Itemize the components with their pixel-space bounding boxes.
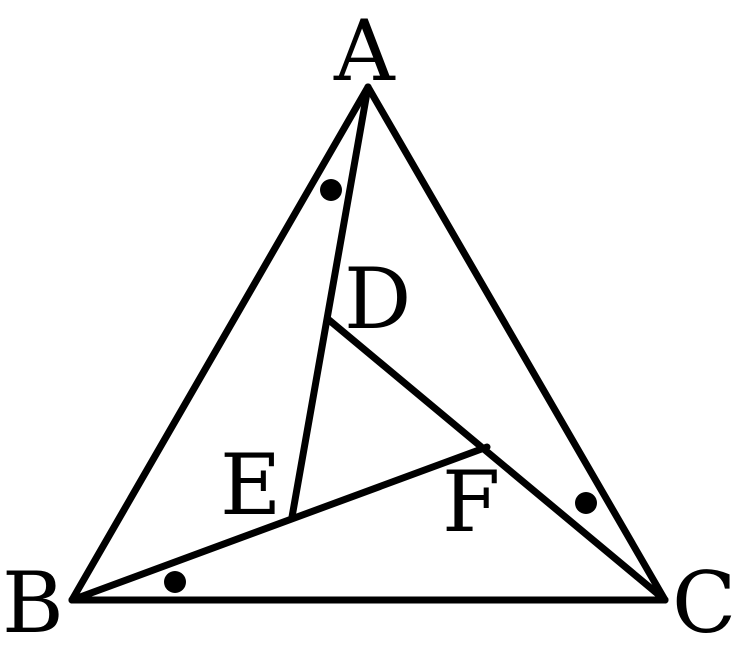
segment-cd (325, 316, 669, 604)
segment-ab (68, 83, 372, 604)
label-f: F (442, 453, 500, 551)
label-b: B (2, 554, 64, 652)
segment-bf (68, 443, 491, 604)
segment-ae (288, 83, 372, 521)
angle-mark-acf (575, 492, 597, 514)
label-a: A (333, 2, 396, 100)
angle-mark-bad (320, 179, 342, 201)
angle-mark-cbe (164, 571, 186, 593)
label-d: D (344, 250, 411, 348)
label-e: E (220, 436, 281, 534)
label-c: C (672, 554, 736, 652)
segment-ca (364, 83, 669, 604)
